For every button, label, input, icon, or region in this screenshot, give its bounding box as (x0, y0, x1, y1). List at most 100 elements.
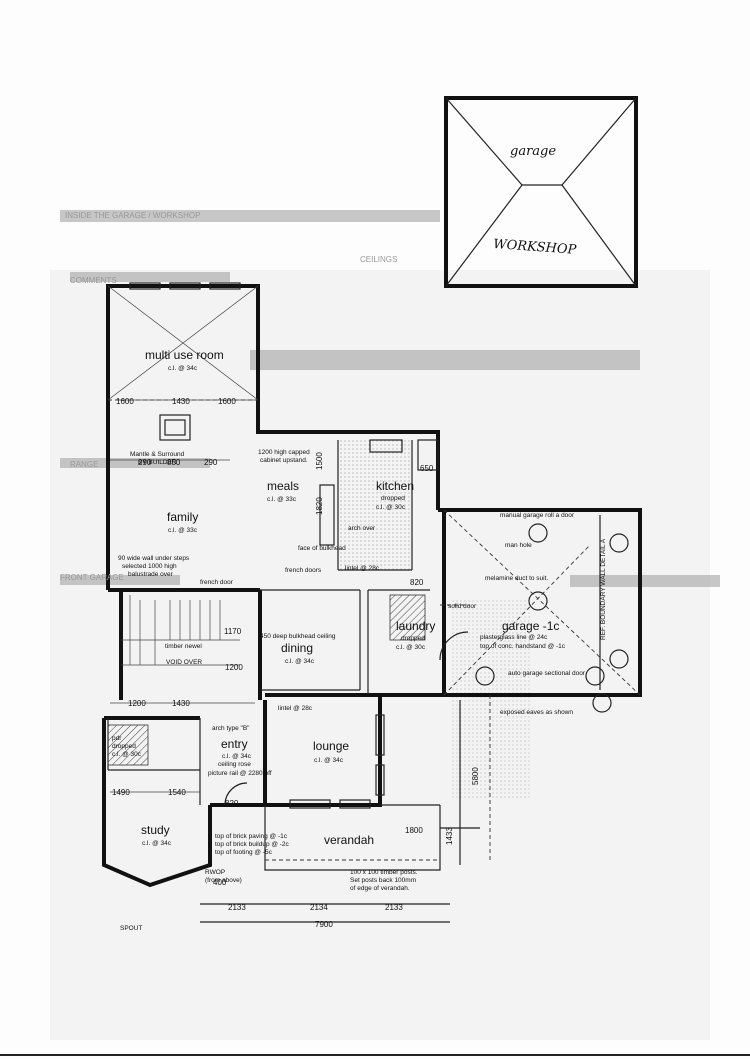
room-study-ceiling: c.l. @ 34c (142, 840, 172, 847)
dim-820b: 820 (225, 799, 239, 808)
note-solid-door: solid door (448, 603, 477, 610)
faint-heading-4: RANGE (70, 460, 98, 469)
dim-1820: 1820 (315, 497, 324, 515)
faint-heading-2: CEILINGS (360, 255, 397, 264)
dim-650: 650 (420, 464, 434, 473)
note-face-bulkhead: face of bulkhead (298, 545, 346, 552)
room-garage: garage -1c (502, 619, 559, 633)
room-entry-ceiling: c.l. @ 34c (222, 753, 252, 760)
note-man-hole: man hole (505, 542, 532, 549)
dim-1200b: 1200 (225, 663, 243, 672)
dim-2133-left: 2133 (228, 903, 246, 912)
note-mantle-2: BY BUILDER (138, 459, 177, 466)
room-lounge-ceiling: c.l. @ 34c (314, 757, 344, 764)
note-french-door: french door (200, 579, 234, 586)
dim-1500: 1500 (315, 452, 324, 470)
note-from-above: (from above) (205, 877, 242, 884)
note-lintel-lounge: lintel @ 28c (278, 705, 313, 712)
room-entry: entry (221, 737, 248, 751)
dim-1430: 1430 (172, 397, 190, 406)
note-arch-type: arch type "B" (212, 725, 250, 732)
faint-heading-3: COMMENTS (70, 276, 117, 285)
note-timber-newel: timber newel (165, 643, 202, 650)
dim-1600-right: 1600 (218, 397, 236, 406)
note-spout: SPOUT (120, 925, 142, 932)
room-multi-use: multi use room (145, 348, 224, 362)
note-set-posts: Set posts back 100mm (350, 877, 416, 884)
room-verandah: verandah (324, 833, 374, 847)
room-multi-use-ceiling: c.l. @ 34c (168, 365, 198, 372)
note-stairs-2: selected 1000 high (122, 563, 177, 570)
dim-290b: 290 (204, 458, 218, 467)
plan-notes: Mantle & Surround BY BUILDER 1200 high c… (118, 449, 607, 932)
workshop-handwritten-label: WORKSHOP (493, 237, 577, 258)
room-dining-ceiling: c.l. @ 34c (285, 658, 315, 665)
garage-roof-plan (444, 96, 638, 288)
faint-heading-1: INSIDE THE GARAGE / WORKSHOP (65, 211, 200, 220)
room-meals-ceiling: c.l. @ 33c (267, 496, 297, 503)
note-melamine: melamine duct to suit. (485, 575, 548, 582)
note-exposed-eaves: exposed eaves as shown (500, 709, 573, 716)
dim-7900: 7900 (315, 920, 333, 929)
note-timber-posts: 100 x 100 timber posts. (350, 869, 418, 876)
note-lintel: lintel @ 28c (345, 565, 380, 572)
note-void-over: VOID OVER (166, 659, 202, 666)
dim-1430b: 1430 (172, 699, 190, 708)
dim-850: 850 (167, 458, 181, 467)
dim-1600-left: 1600 (116, 397, 134, 406)
room-lounge: lounge (313, 739, 349, 753)
dim-2133-right: 2133 (385, 903, 403, 912)
room-dining: dining (281, 641, 313, 655)
note-brick: top of brick buildup @ -2c (215, 841, 290, 848)
dim-2134: 2134 (310, 903, 328, 912)
note-footing: top of footing @ -5c (215, 849, 273, 856)
note-stairs-3: balustrade over (128, 571, 174, 578)
dim-400: 400 (213, 878, 227, 887)
note-stairs-1: 90 wide wall under steps (118, 555, 190, 562)
room-kitchen-dropped: dropped (381, 495, 405, 502)
room-entry-rose: ceiling rose (218, 761, 251, 768)
note-garage-door: manual garage roll a door (500, 512, 575, 519)
room-garage-note-2: top of conc. handstand @ -1c (480, 643, 566, 650)
dim-1540: 1540 (168, 788, 186, 797)
room-meals: meals (267, 479, 299, 493)
plan-dimensions: 1600 1430 1600 290 850 290 1200 1430 149… (112, 397, 480, 929)
room-family-ceiling: c.l. @ 33c (168, 527, 198, 534)
dim-290: 290 (138, 458, 152, 467)
dim-1490: 1490 (112, 788, 130, 797)
room-family: family (167, 510, 198, 524)
room-kitchen-ceiling: c.l. @ 30c (376, 504, 406, 511)
note-deep-bulkhead: 450 deep bulkhead ceiling (260, 633, 336, 640)
dim-1200: 1200 (128, 699, 146, 708)
room-kitchen: kitchen (376, 479, 414, 493)
dim-1800: 1800 (405, 826, 423, 835)
note-french-doors: french doors (285, 567, 322, 574)
room-laundry-dropped: dropped (401, 635, 425, 642)
room-laundry: laundry (396, 619, 435, 633)
room-pdr-ceiling: c.l. @ 30c (112, 751, 142, 758)
dim-1170: 1170 (224, 627, 242, 636)
note-paving: top of brick paving @ -1c (215, 833, 288, 840)
note-mantle-1: Mantle & Surround (130, 451, 185, 458)
room-entry-picture-rail: picture rail @ 2280 off (208, 770, 272, 777)
garage-handwritten-label: garage (510, 144, 556, 159)
room-laundry-ceiling: c.l. @ 30c (396, 644, 426, 651)
dim-1433: 1433 (445, 827, 454, 845)
room-labels: multi use room c.l. @ 34c family c.l. @ … (112, 348, 566, 847)
house-walls (0, 282, 750, 1056)
note-cabinet-1: 1200 high capped (258, 449, 310, 456)
dim-820: 820 (410, 578, 424, 587)
note-cabinet-2: cabinet upstand. (260, 457, 308, 464)
scan-background (50, 210, 720, 1040)
room-pdr-dropped: dropped (112, 743, 136, 750)
faint-heading-5: FRONT GARAGE (60, 573, 124, 582)
dim-5800: 5800 (471, 767, 480, 785)
room-pdr: pdr (112, 735, 122, 742)
room-study: study (141, 823, 170, 837)
note-sectional-door: auto garage sectional door (508, 670, 586, 677)
note-edge-verandah: of edge of verandah. (350, 885, 410, 892)
note-boundary-wall: REF. BOUNDARY WALL DETAIL A (600, 538, 607, 640)
room-garage-note-1: plasterglass line @ 24c (480, 634, 548, 641)
